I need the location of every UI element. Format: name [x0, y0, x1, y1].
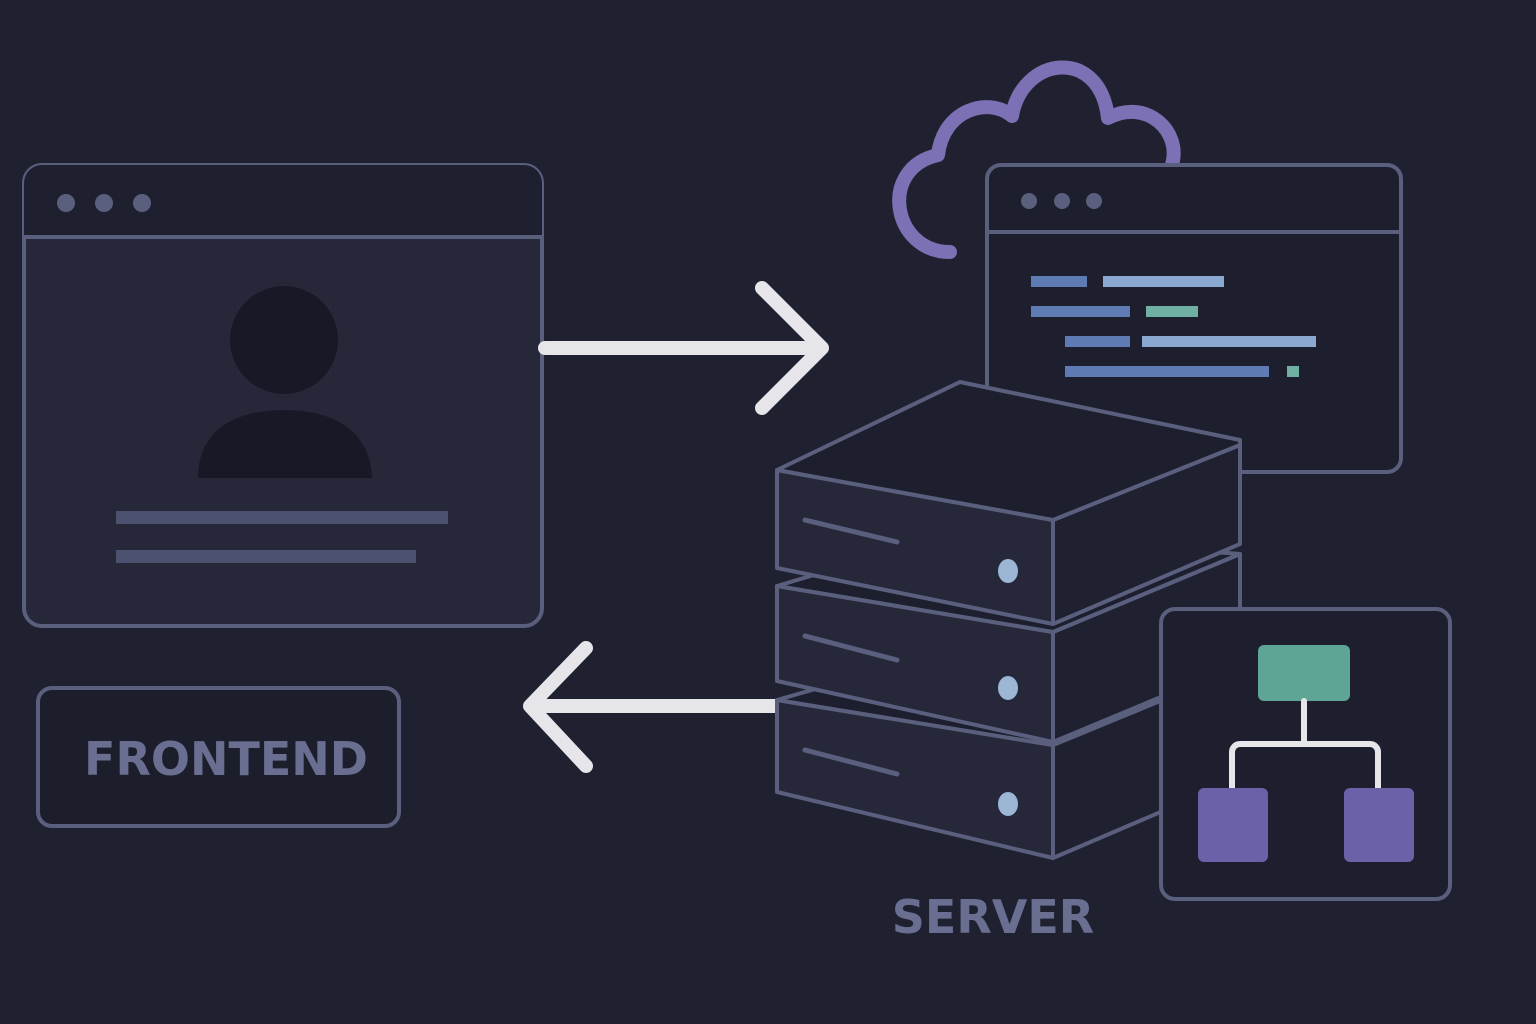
code-line — [1065, 366, 1269, 377]
server-led — [998, 559, 1018, 583]
window-dot — [95, 194, 113, 212]
window-dot — [1086, 193, 1102, 209]
server-led — [998, 792, 1018, 816]
hierarchy-child-node — [1344, 788, 1414, 862]
hierarchy-child-node — [1198, 788, 1268, 862]
code-line — [1146, 306, 1198, 317]
server-led — [998, 676, 1018, 700]
code-line — [1031, 276, 1087, 287]
code-window-icon — [985, 163, 1403, 474]
code-line — [1287, 366, 1299, 377]
cloud-icon — [892, 60, 1181, 259]
code-line — [1065, 336, 1130, 347]
hierarchy-root-node — [1258, 645, 1350, 701]
code-line — [1142, 336, 1316, 347]
text-placeholder-line — [116, 550, 416, 563]
browser-window-icon — [22, 163, 544, 628]
server-unit — [775, 380, 1242, 626]
code-line — [1103, 276, 1224, 287]
code-line — [1031, 306, 1130, 317]
response-arrow — [523, 641, 782, 773]
request-arrow — [538, 281, 829, 415]
window-dot — [57, 194, 75, 212]
text-placeholder-line — [116, 511, 448, 524]
user-avatar-icon — [198, 286, 372, 478]
window-dot — [133, 194, 151, 212]
window-dot — [1021, 193, 1037, 209]
server-label: SERVER — [892, 890, 1094, 944]
frontend-label: FRONTEND — [84, 732, 368, 786]
frontend-label-box: FRONTEND — [36, 686, 401, 828]
window-dot — [1054, 193, 1070, 209]
hierarchy-icon — [1159, 607, 1452, 901]
